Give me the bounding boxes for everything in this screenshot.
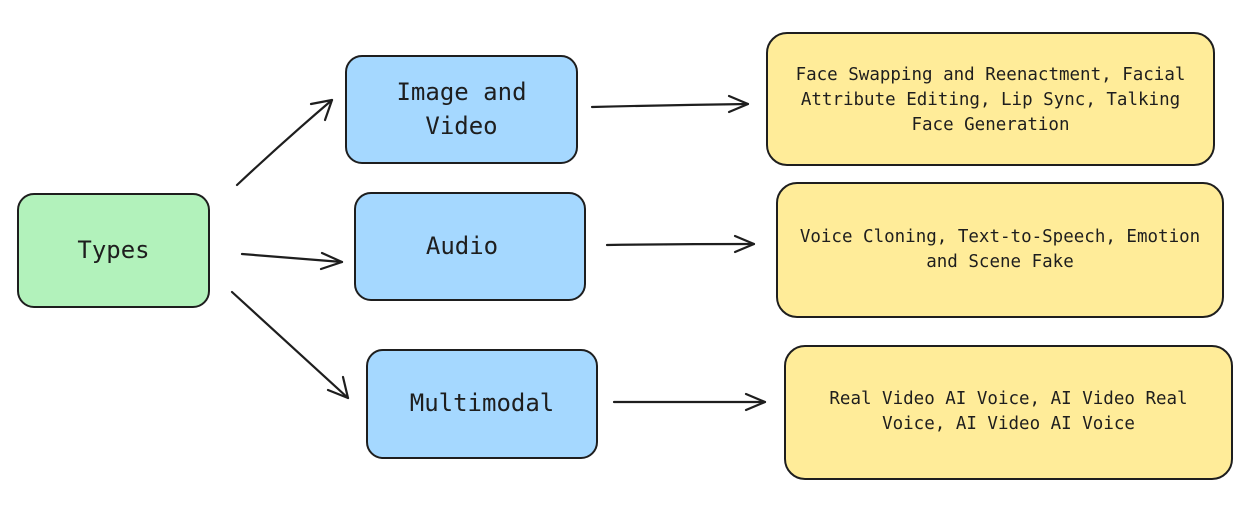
audio-detail-line-2: and Scene Fake [926,252,1074,272]
image-video-node-label-line-2: Video [425,112,497,140]
types-node-label: Types [77,236,149,264]
arrow-image-video-to-detail [590,94,750,114]
audio-node-label: Audio [426,232,498,260]
types-node[interactable]: Types [17,193,210,308]
image-video-detail-node[interactable]: Face Swapping and Reenactment, Facial At… [766,32,1215,166]
image-video-detail-line-2: Attribute Editing, Lip Sync, Talking [801,90,1180,110]
image-video-node[interactable]: Image and Video [345,55,578,164]
audio-detail-line-1: Voice Cloning, Text-to-Speech, Emotion [800,227,1200,247]
audio-detail-node[interactable]: Voice Cloning, Text-to-Speech, Emotion a… [776,182,1224,318]
audio-node[interactable]: Audio [354,192,586,301]
multimodal-node-label: Multimodal [410,389,555,417]
arrow-audio-to-detail [605,234,756,254]
image-video-detail-line-1: Face Swapping and Reenactment, Facial [796,65,1186,85]
arrow-types-to-audio [240,251,344,271]
image-video-detail-line-3: Face Generation [911,115,1069,135]
arrow-types-to-image-video [235,98,334,187]
multimodal-node[interactable]: Multimodal [366,349,598,459]
arrow-multimodal-to-detail [612,392,767,412]
multimodal-detail-line-1: Real Video AI Voice, AI Video Real [829,389,1187,409]
arrow-types-to-multimodal [230,290,350,400]
multimodal-detail-node[interactable]: Real Video AI Voice, AI Video Real Voice… [784,345,1233,480]
image-video-node-label-line-1: Image and [396,78,526,106]
multimodal-detail-line-2: Voice, AI Video AI Voice [882,414,1135,434]
